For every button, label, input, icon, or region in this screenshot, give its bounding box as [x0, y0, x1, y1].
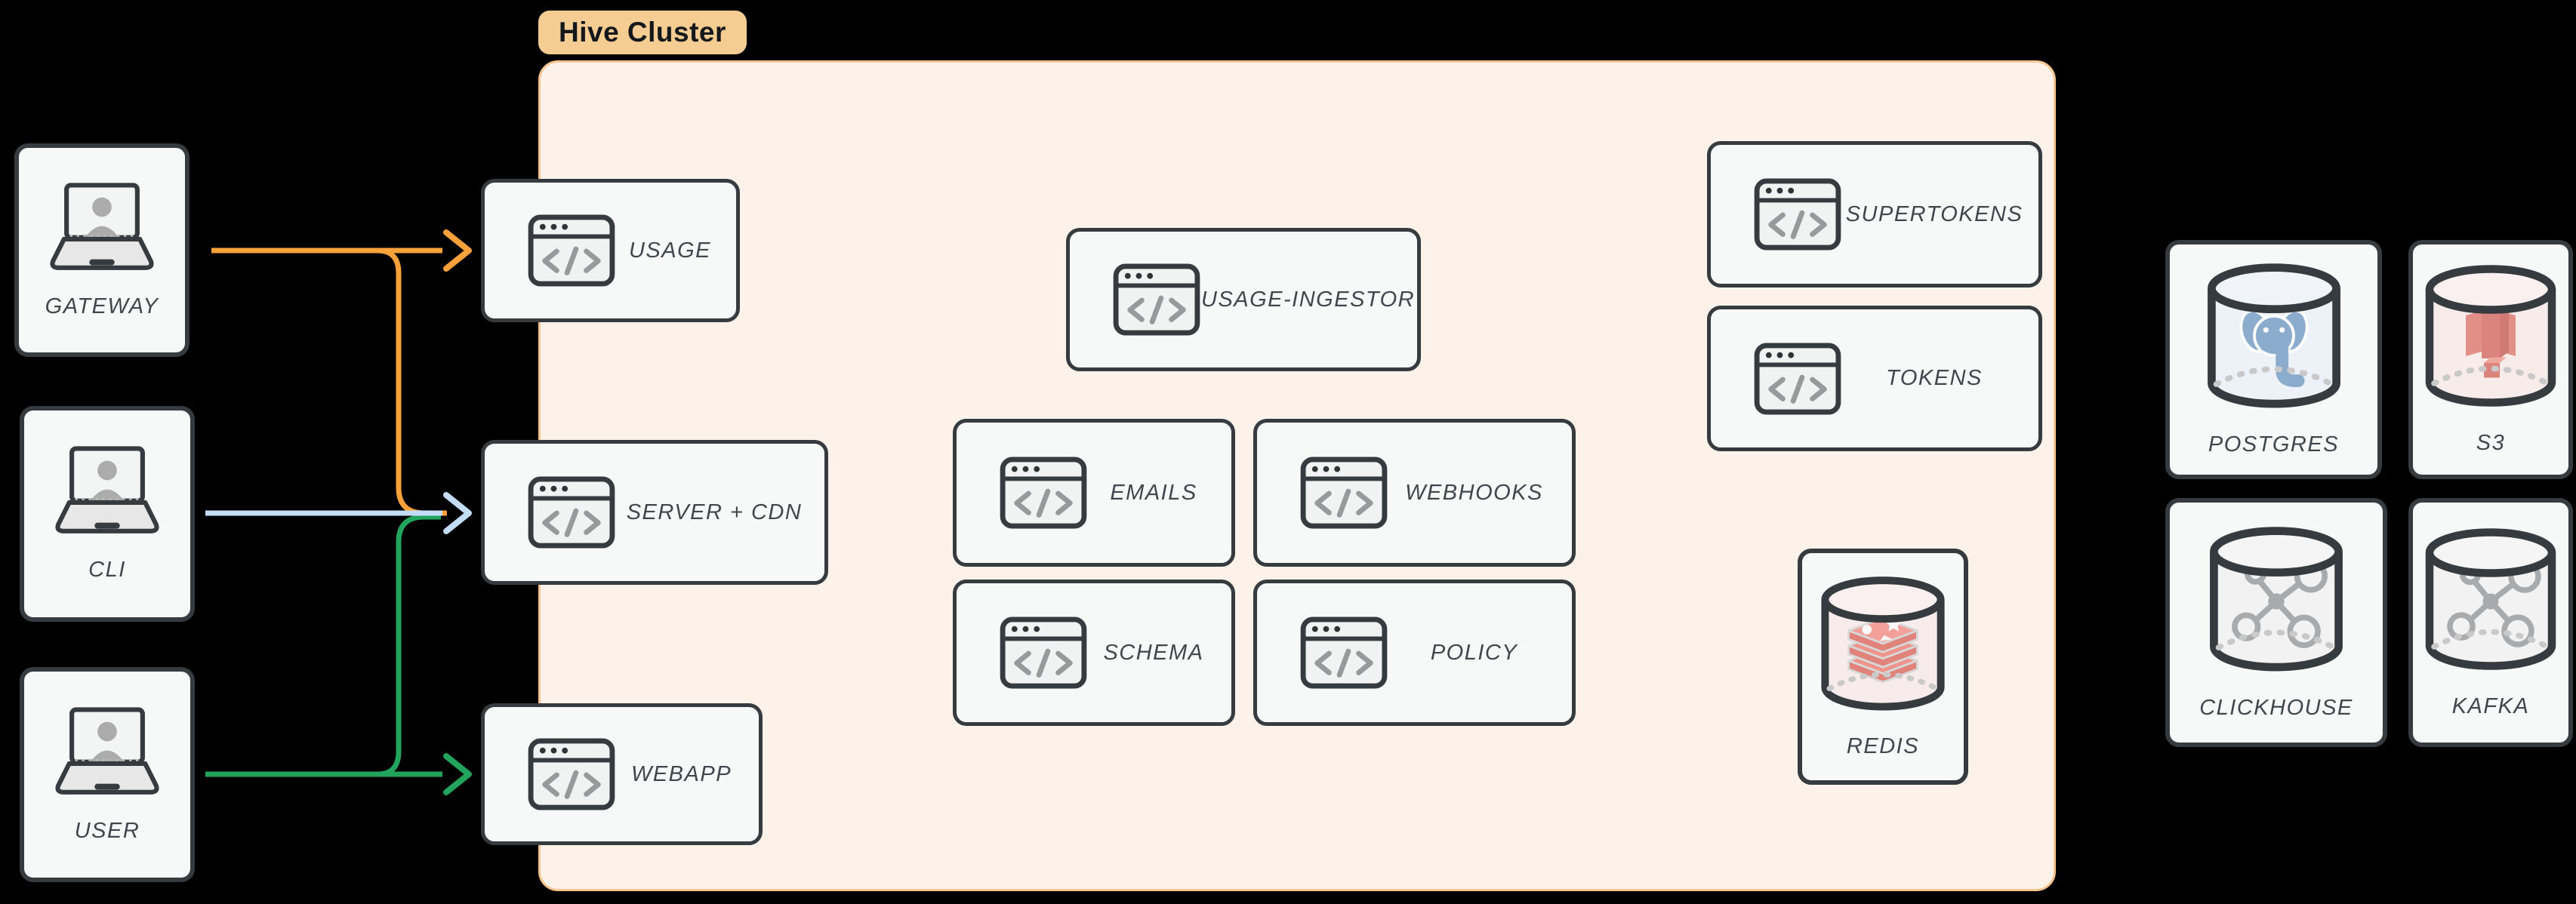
db-node-clickhouse[interactable]: CLICKHOUSE [2165, 498, 2387, 747]
service-label: WEBHOOKS [1405, 480, 1543, 505]
client-label: CLI [88, 558, 126, 582]
service-node-redis[interactable]: REDIS [1798, 549, 1968, 785]
db-label: POSTGRES [2208, 432, 2340, 457]
code-window-icon [527, 737, 616, 811]
db-label: KAFKA [2451, 693, 2530, 718]
service-label: USAGE [628, 238, 712, 263]
service-label: WEBAPP [630, 761, 732, 786]
service-node-schema[interactable]: SCHEMA [953, 580, 1235, 726]
client-node-user[interactable]: USER [20, 667, 195, 882]
service-label: SERVER + CDN [626, 500, 803, 524]
hive-cluster-badge[interactable]: Hive Cluster [538, 11, 747, 54]
client-node-cli[interactable]: CLI [20, 406, 195, 622]
client-node-gateway[interactable]: GATEWAY [14, 143, 190, 357]
code-window-icon [1753, 177, 1842, 251]
laptop-icon [44, 706, 171, 801]
clickhouse-icon [2210, 526, 2343, 671]
service-label: SUPERTOKENS [1845, 201, 2023, 226]
client-label: USER [74, 818, 140, 843]
service-node-server-cdn[interactable]: SERVER + CDN [481, 440, 828, 585]
service-label: TOKENS [1886, 366, 1983, 390]
service-label: USAGE-INGESTOR [1201, 287, 1416, 312]
db-node-s3[interactable]: S3 [2408, 240, 2573, 479]
code-window-icon [999, 616, 1088, 690]
code-window-icon [1299, 616, 1388, 690]
service-node-tokens[interactable]: TOKENS [1707, 306, 2042, 451]
postgres-icon [2207, 263, 2340, 408]
redis-icon [1821, 576, 1945, 711]
edge-cli-to-server-cdn[interactable] [205, 492, 472, 534]
service-node-webapp[interactable]: WEBAPP [481, 703, 763, 845]
db-node-kafka[interactable]: KAFKA [2408, 498, 2573, 747]
db-label: S3 [2476, 431, 2506, 455]
service-node-webhooks[interactable]: WEBHOOKS [1253, 419, 1576, 567]
code-window-icon [1753, 342, 1842, 416]
service-label: SCHEMA [1103, 640, 1204, 665]
kafka-icon [2425, 527, 2556, 670]
laptop-icon [39, 182, 165, 276]
db-label: CLICKHOUSE [2199, 695, 2353, 720]
service-node-usage[interactable]: USAGE [481, 179, 740, 322]
edge-gateway-to-usage[interactable] [211, 229, 472, 272]
edge-user-to-webapp[interactable] [205, 753, 472, 795]
service-node-supertokens[interactable]: SUPERTOKENS [1707, 141, 2042, 287]
client-label: GATEWAY [45, 294, 159, 318]
service-label: POLICY [1430, 640, 1518, 665]
service-node-usage-ingestor[interactable]: USAGE-INGESTOR [1066, 228, 1421, 371]
service-label: EMAILS [1110, 480, 1197, 505]
code-window-icon [1112, 263, 1201, 337]
service-label: REDIS [1846, 733, 1920, 758]
s3-icon [2425, 265, 2556, 407]
edge-gateway-to-server-cdn[interactable] [377, 248, 447, 516]
code-window-icon [527, 214, 616, 287]
service-node-emails[interactable]: EMAILS [953, 419, 1235, 567]
laptop-icon [44, 445, 171, 540]
code-window-icon [527, 475, 616, 549]
hive-cluster-badge-label: Hive Cluster [559, 17, 726, 48]
service-node-policy[interactable]: POLICY [1253, 580, 1576, 726]
code-window-icon [1299, 456, 1388, 530]
db-node-postgres[interactable]: POSTGRES [2165, 240, 2382, 479]
code-window-icon [999, 456, 1088, 530]
edge-user-to-server-cdn[interactable] [377, 514, 441, 777]
